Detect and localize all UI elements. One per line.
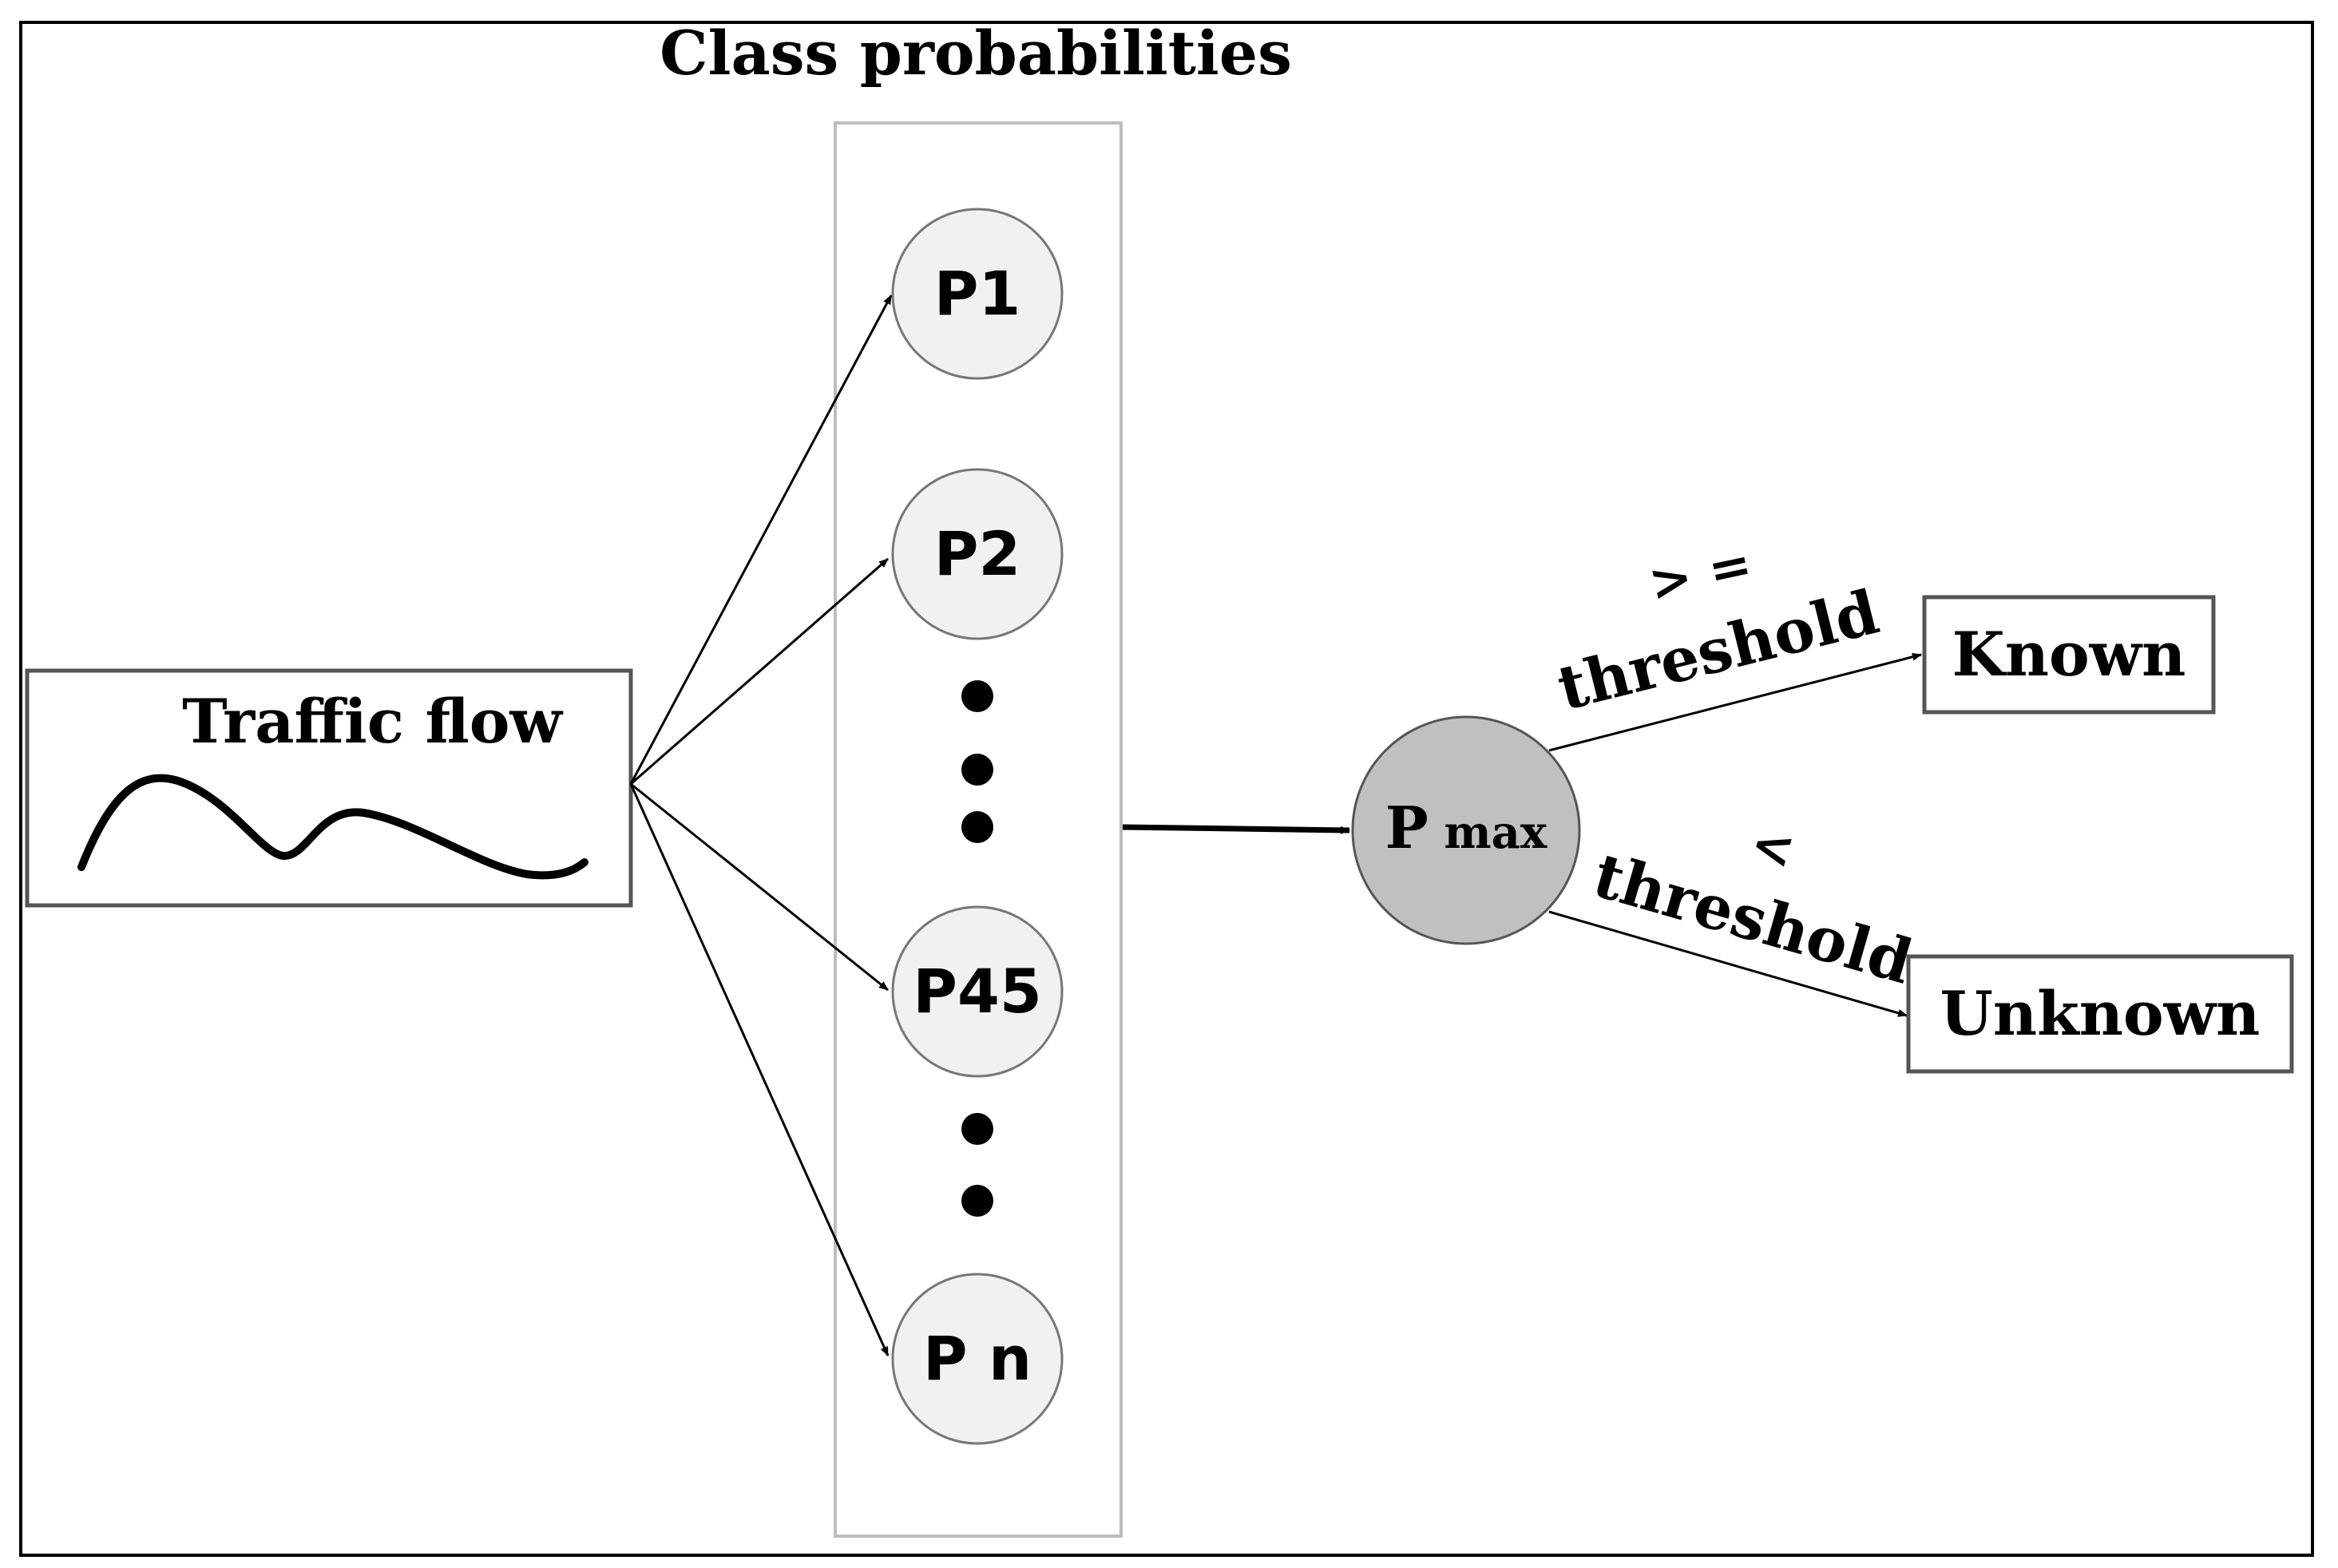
- unknown-label: Unknown: [1940, 978, 2261, 1049]
- node-p45: P45: [891, 905, 1064, 1078]
- ellipsis-dots-upper: [961, 680, 993, 843]
- outer-frame: [19, 21, 2314, 1557]
- lower-branch-symbol: <: [1744, 813, 1801, 882]
- node-pmax-label-sub: max: [1444, 806, 1547, 859]
- node-pn: P n: [891, 1273, 1064, 1445]
- known-label: Known: [1952, 619, 2186, 690]
- upper-branch-symbol: > =: [1643, 534, 1757, 614]
- arrow-to-p1: [629, 295, 893, 785]
- unknown-box: Unknown: [1906, 954, 2294, 1074]
- arrow-to-pmax: [1122, 824, 1350, 834]
- ellipsis-dots-lower: [961, 1113, 993, 1217]
- node-pmax: P max: [1351, 715, 1581, 945]
- known-box: Known: [1922, 595, 2216, 715]
- node-pmax-label-main: P: [1385, 794, 1429, 861]
- diagram-title: Class probabilities: [660, 18, 1292, 89]
- node-p1-label: P1: [934, 258, 1021, 329]
- node-p45-label: P45: [913, 956, 1041, 1027]
- probabilities-panel: [834, 121, 1123, 1538]
- node-p2: P2: [891, 468, 1064, 640]
- arrow-to-p2: [630, 557, 889, 786]
- arrow-to-known: [1548, 652, 1922, 752]
- arrow-to-unknown: [1548, 910, 1908, 1017]
- node-p1: P1: [891, 208, 1064, 380]
- traffic-flow-label: Traffic flow: [182, 686, 563, 757]
- node-pmax-label: P max: [1385, 794, 1547, 861]
- arrow-to-p45: [630, 782, 889, 992]
- waveform-icon: [77, 774, 588, 880]
- arrow-to-pn: [629, 783, 890, 1356]
- node-pn-label: P n: [923, 1323, 1032, 1394]
- traffic-flow-box: Traffic flow: [25, 668, 633, 908]
- input-arrows: [629, 295, 893, 1356]
- node-p2-label: P2: [934, 518, 1021, 589]
